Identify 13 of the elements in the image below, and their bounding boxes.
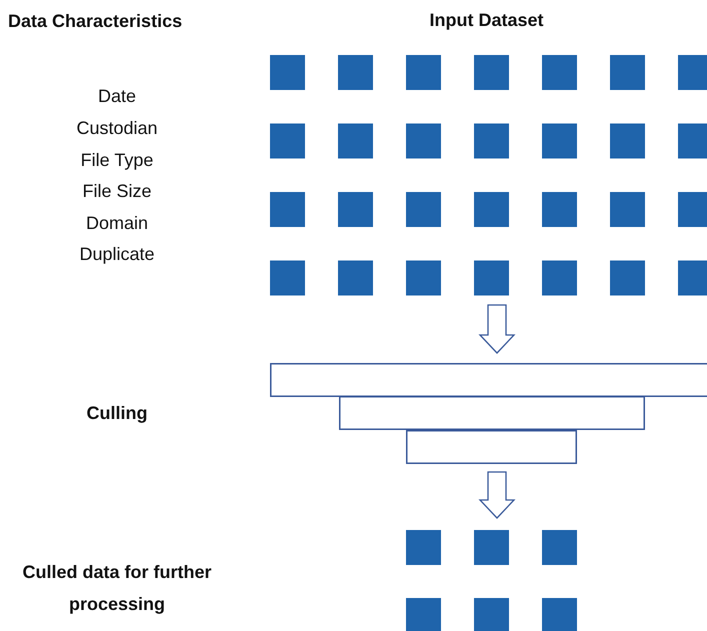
hollow-arrow [478, 471, 516, 519]
characteristic-label: File Type [80, 149, 154, 171]
characteristic-label: Domain [84, 212, 150, 234]
hollow-arrow [478, 304, 516, 354]
characteristic-label: Duplicate [78, 243, 156, 265]
section-heading: Culled data for further processing [21, 561, 212, 616]
section-heading: Culling [86, 402, 148, 424]
funnel-drawing [270, 363, 707, 466]
column-heading: Input Dataset [428, 10, 544, 31]
characteristic-label: Date [96, 85, 138, 107]
section-heading: Data Characteristics [8, 10, 184, 32]
characteristic-label: Custodian [75, 117, 159, 139]
characteristic-label: File Size [81, 180, 153, 202]
